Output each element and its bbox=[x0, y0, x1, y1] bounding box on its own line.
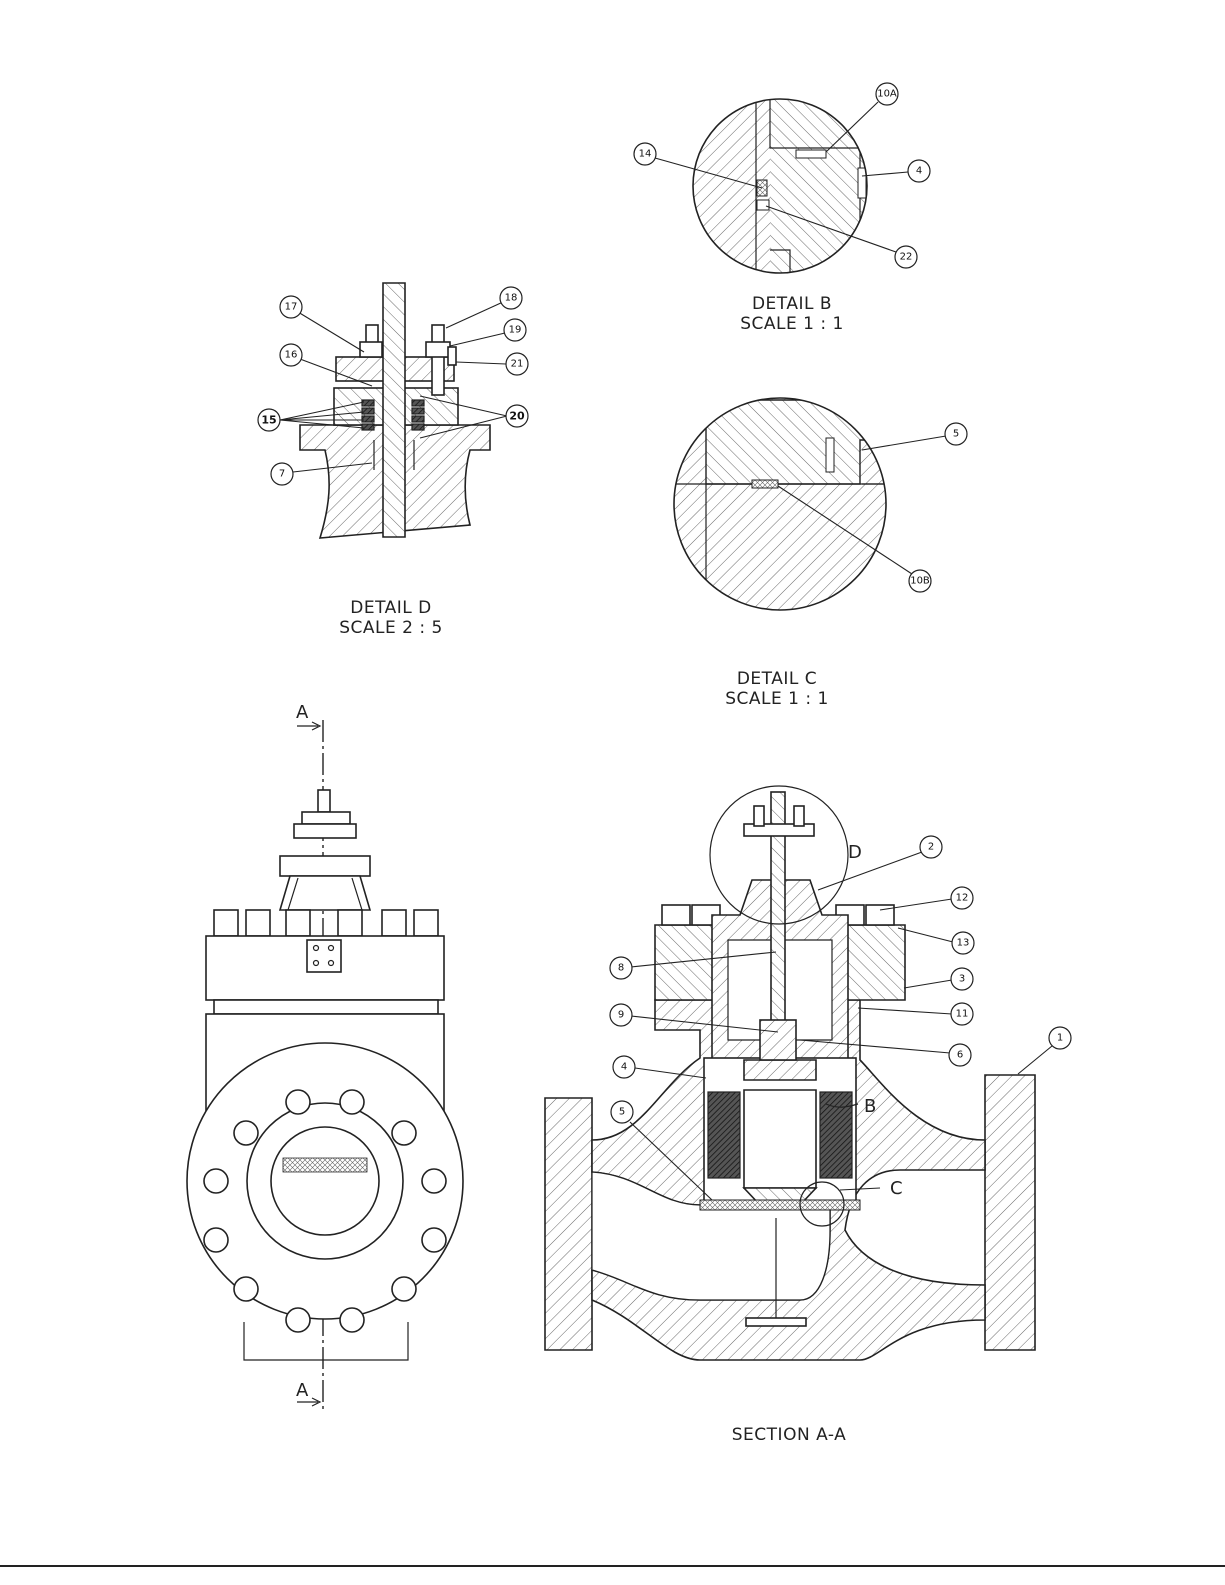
balloon-5-label: 5 bbox=[953, 429, 959, 440]
balloon-13-label: 13 bbox=[957, 938, 970, 949]
balloon-18-label: 18 bbox=[505, 293, 518, 304]
balloon-10a-label: 10A bbox=[877, 89, 897, 100]
balloon-11-label: 11 bbox=[956, 1009, 969, 1020]
front-view bbox=[187, 720, 463, 1410]
detail-d-scale: SCALE 2 : 5 bbox=[339, 618, 443, 638]
balloon-8-label: 8 bbox=[618, 963, 624, 974]
balloon-9-label: 9 bbox=[618, 1010, 624, 1021]
balloon-21-label: 21 bbox=[511, 359, 524, 370]
section-marker-bottom: A bbox=[296, 1380, 309, 1401]
balloon-16-label: 16 bbox=[285, 350, 298, 361]
bonnet-nuts bbox=[214, 910, 438, 936]
balloon-3-label: 3 bbox=[959, 974, 965, 985]
balloon-14-label: 14 bbox=[639, 149, 652, 160]
detail-marker-c: C bbox=[890, 1178, 903, 1199]
balloon-1-label: 1 bbox=[1057, 1033, 1063, 1044]
balloon-6-label: 6 bbox=[957, 1050, 963, 1061]
balloon-22-label: 22 bbox=[900, 252, 913, 263]
balloon-15-label: 15 bbox=[261, 414, 276, 427]
balloon-19-label: 19 bbox=[509, 325, 522, 336]
detail-c bbox=[670, 395, 890, 615]
detail-b-scale: SCALE 1 : 1 bbox=[740, 314, 844, 334]
balloon-10b-label: 10B bbox=[910, 576, 930, 587]
detail-d-title: DETAIL D bbox=[350, 598, 432, 618]
balloon-4-label: 4 bbox=[916, 166, 922, 177]
balloon-5b-label: 5 bbox=[619, 1107, 625, 1118]
detail-c-scale: SCALE 1 : 1 bbox=[725, 689, 829, 709]
balloon-7-label: 7 bbox=[279, 469, 285, 480]
balloon-17-label: 17 bbox=[285, 302, 298, 313]
detail-b-title: DETAIL B bbox=[752, 294, 832, 314]
balloon-20-label: 20 bbox=[509, 410, 525, 423]
balloon-2-label: 2 bbox=[928, 842, 934, 853]
section-title: SECTION A-A bbox=[732, 1425, 846, 1445]
detail-b bbox=[690, 95, 870, 285]
detail-marker-b: B bbox=[864, 1096, 876, 1117]
detail-marker-d: D bbox=[848, 842, 862, 863]
section-marker-top: A bbox=[296, 702, 309, 723]
balloon-4b-label: 4 bbox=[621, 1062, 627, 1073]
balloon-12-label: 12 bbox=[956, 893, 969, 904]
detail-c-title: DETAIL C bbox=[737, 669, 817, 689]
